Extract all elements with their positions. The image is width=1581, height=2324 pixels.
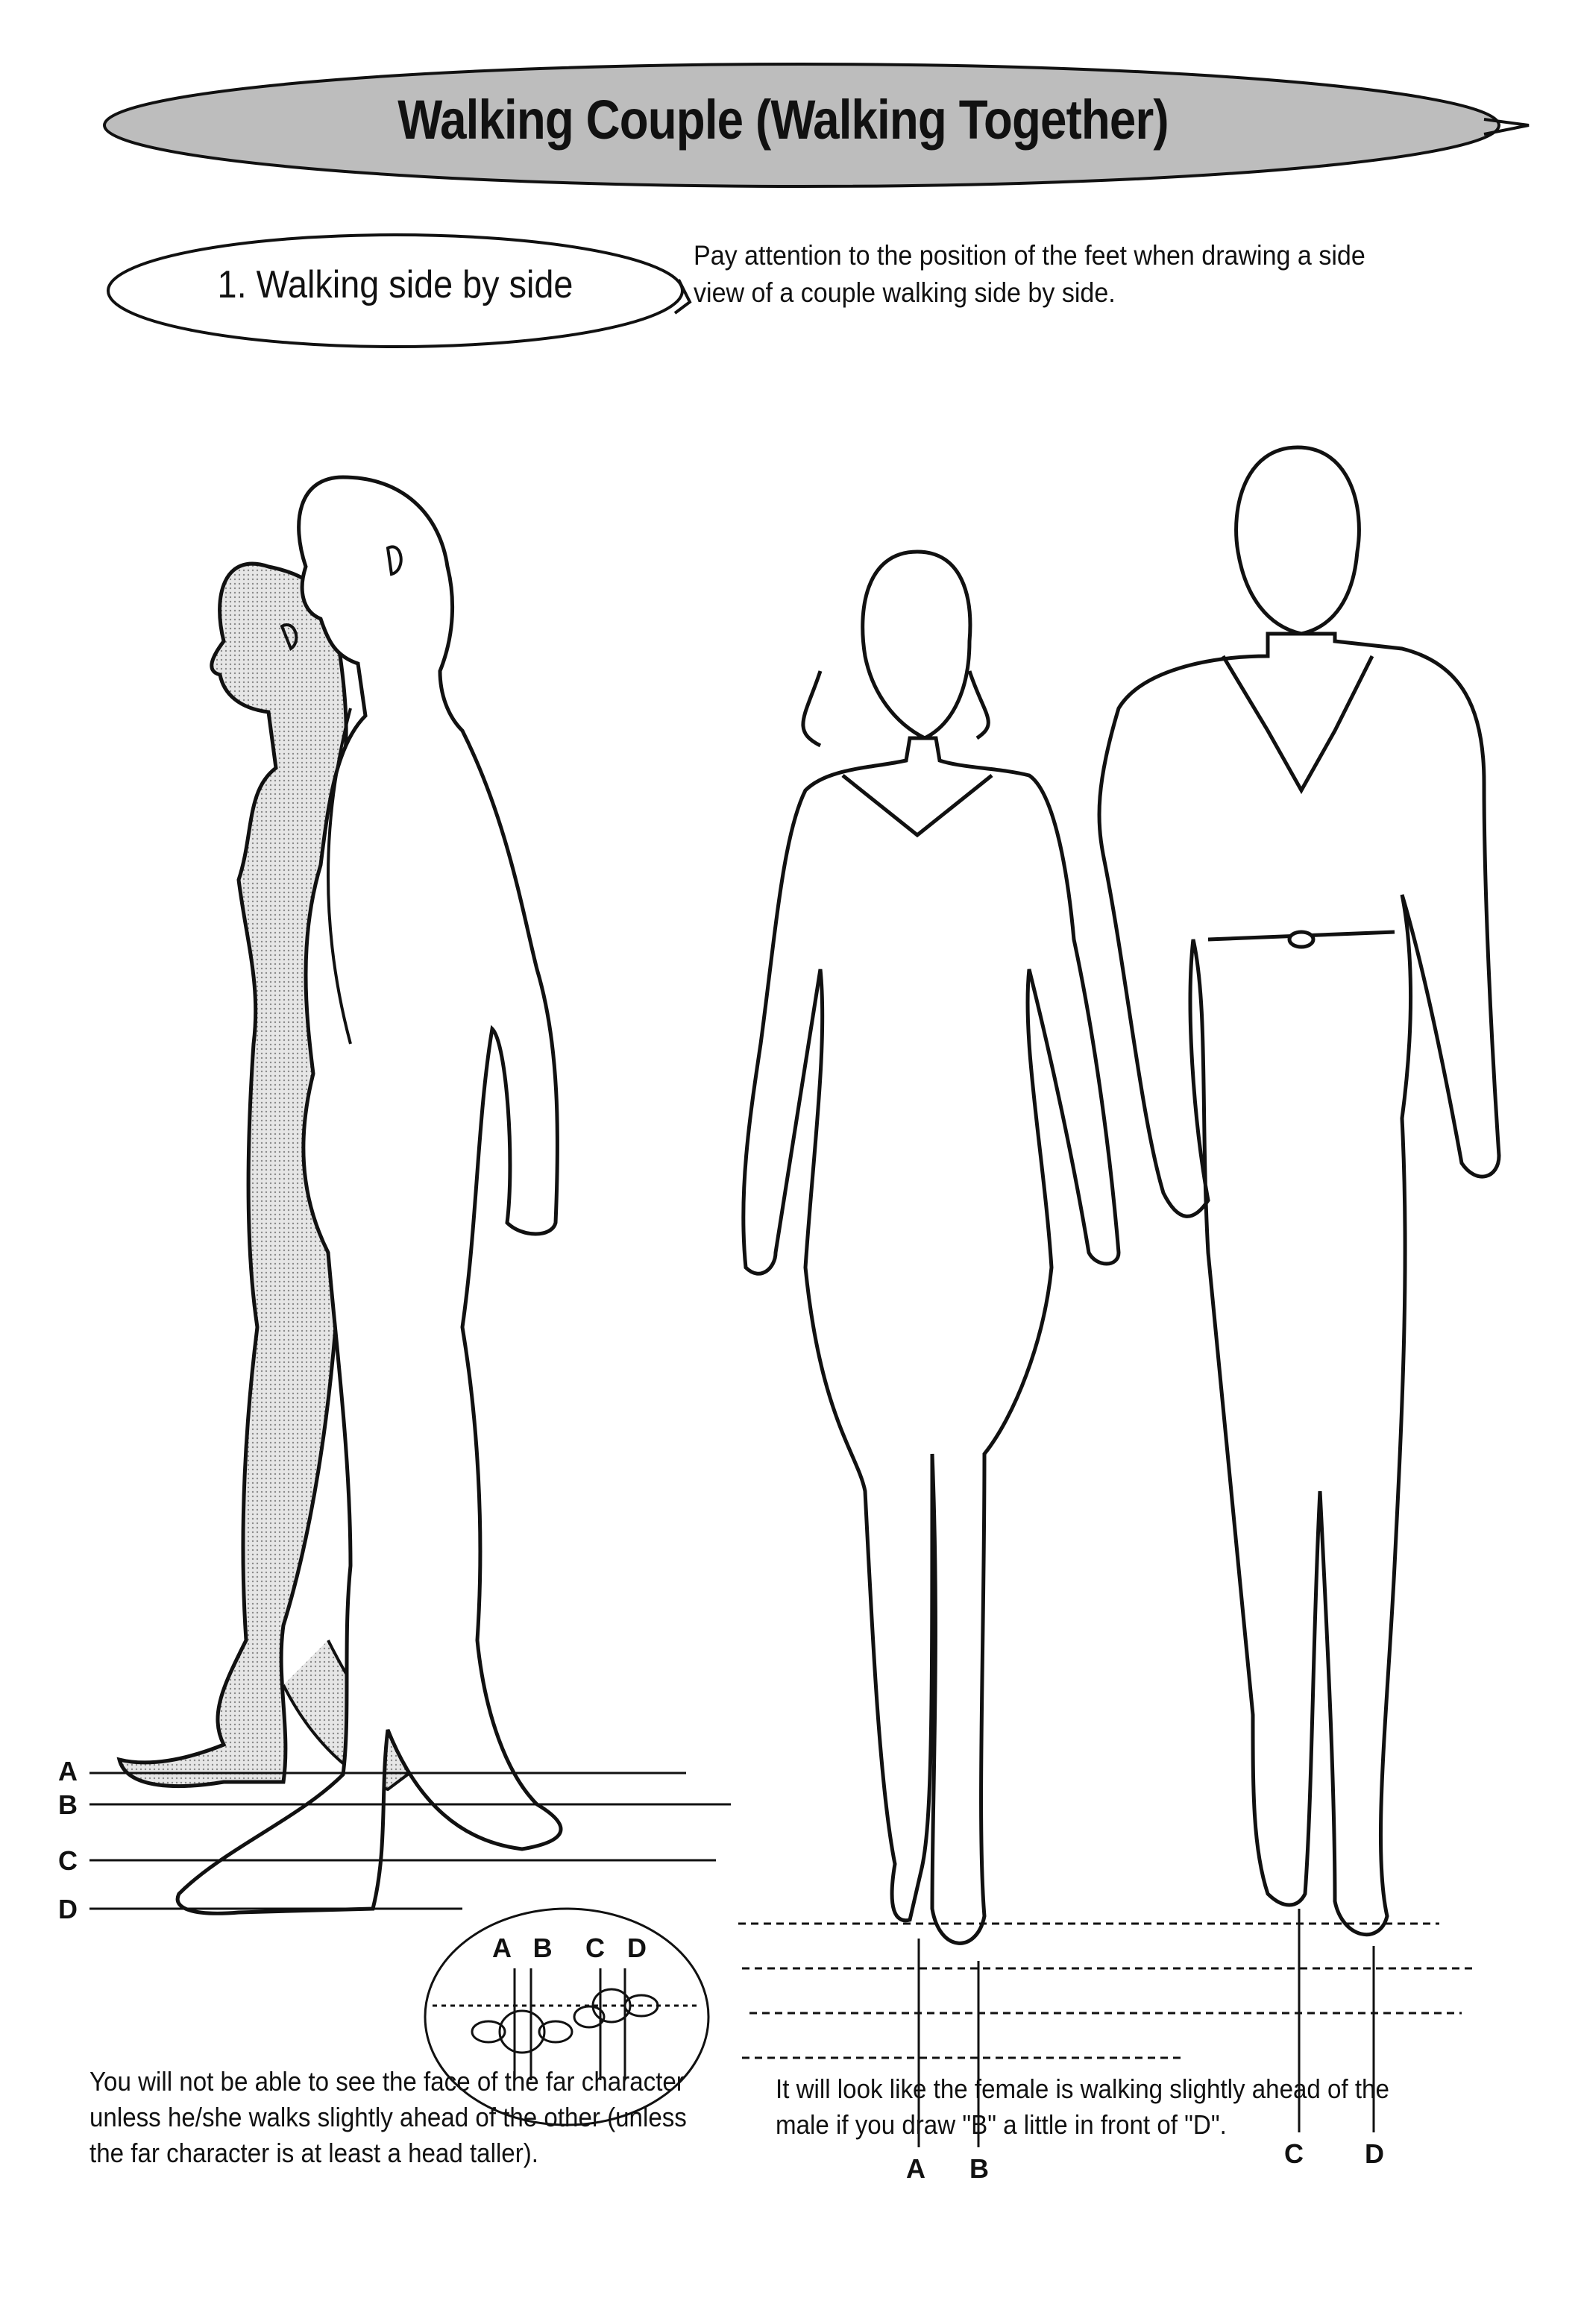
side-label-b: B	[58, 1789, 78, 1820]
side-label-a: A	[58, 1756, 78, 1786]
front-label-d: D	[1365, 2138, 1384, 2169]
front-view-ground-lines	[738, 1922, 1477, 2059]
title-banner	[103, 63, 1530, 188]
side-label-c: C	[58, 1845, 78, 1876]
side-view-ground-lines	[89, 1772, 731, 1910]
front-view-marker-lines	[917, 1909, 1375, 2147]
front-label-b: B	[969, 2153, 989, 2184]
side-label-d: D	[58, 1894, 78, 1924]
inset-label-ab: A B	[492, 1933, 560, 1963]
caption-left: You will not be able to see the face of …	[89, 2066, 687, 2168]
inset-label-cd: C D	[585, 1933, 654, 1963]
section-oval	[107, 233, 692, 348]
intro-text: Pay attention to the position of the fee…	[694, 240, 1365, 308]
inset-diagram	[424, 1907, 710, 2126]
section-heading: 1. Walking side by side	[217, 263, 573, 306]
front-view-female	[741, 549, 1121, 1945]
front-label-c: C	[1284, 2138, 1304, 2169]
front-view-male	[1097, 445, 1501, 1937]
side-view-near-figure	[175, 475, 563, 1915]
caption-right: It will look like the female is walking …	[776, 2073, 1389, 2140]
page-title: Walking Couple (Walking Together)	[397, 89, 1169, 151]
front-label-a: A	[906, 2153, 925, 2184]
